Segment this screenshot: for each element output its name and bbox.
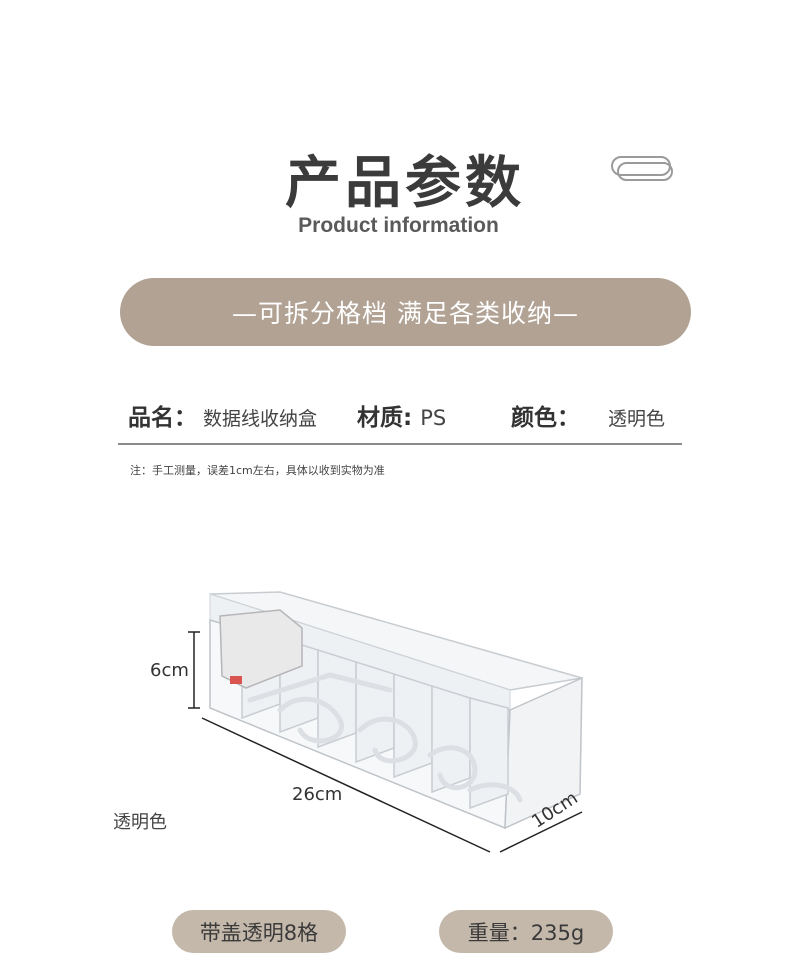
spec-color-label: 颜色： — [511, 405, 580, 431]
color-caption: 透明色 — [113, 812, 167, 833]
page-subtitle: Product information — [298, 214, 499, 237]
feature-banner: —可拆分格档 满足各类收纳— — [120, 278, 691, 346]
spec-material-value: PS — [420, 406, 447, 430]
length-dimension-label: 26cm — [292, 784, 343, 805]
spec-divider — [118, 443, 682, 445]
variant-pill: 带盖透明8格 — [172, 910, 346, 953]
spec-material-label: 材质: — [357, 405, 413, 431]
variant-pill-text: 带盖透明8格 — [199, 920, 319, 945]
spec-color-value: 透明色 — [608, 408, 666, 430]
spec-name-value: 数据线收纳盒 — [203, 408, 318, 430]
weight-pill-text: 重量：235g — [467, 920, 585, 945]
spec-name-label: 品名： — [128, 405, 197, 431]
spec-name: 品名： 数据线收纳盒 — [128, 398, 317, 434]
spec-material: 材质: PS — [357, 398, 446, 434]
spec-color: 颜色： 透明色 — [511, 398, 665, 434]
page-title: 产品参数 — [285, 151, 525, 216]
paperclip-icon — [611, 156, 673, 181]
measurement-note: 注：手工测量，误差1cm左右，具体以收到实物为准 — [130, 464, 385, 477]
product-image — [188, 591, 583, 853]
feature-banner-text: —可拆分格档 满足各类收纳— — [232, 299, 579, 328]
height-dimension-label: 6cm — [150, 660, 189, 681]
weight-pill: 重量：235g — [439, 910, 613, 953]
